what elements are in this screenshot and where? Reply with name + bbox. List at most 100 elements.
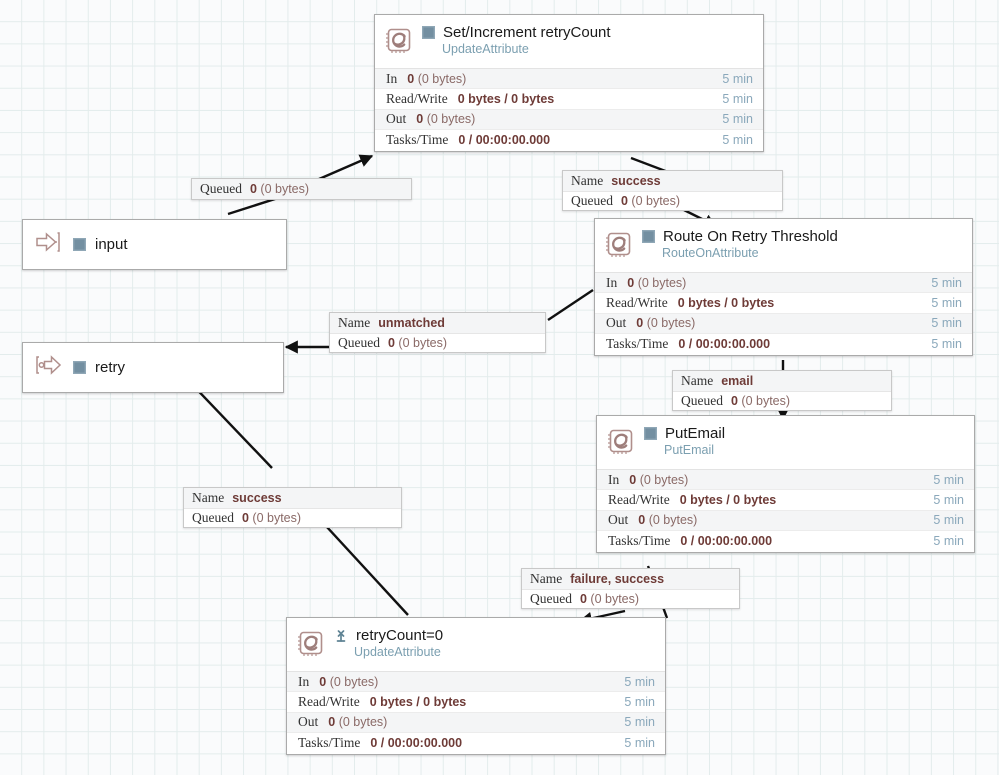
stat-time-in: 5 min [933, 472, 964, 487]
connection-queued-value: 0 (0 bytes) [620, 193, 681, 208]
edge-route-unmatched-to-retry[interactable] [284, 289, 594, 354]
stat-label-tasks-time: Tasks/Time [606, 336, 669, 352]
stat-label-in: In [608, 471, 620, 487]
processor-type: PutEmail [664, 443, 715, 457]
connection-queued-value: 0 (0 bytes) [579, 591, 640, 606]
processor-header: PutEmail PutEmail [597, 416, 974, 470]
input-port-input[interactable]: input [22, 219, 287, 270]
processor-stats: In 0 (0 bytes) 5 min Read/Write 0 bytes … [287, 672, 665, 754]
stat-value-read-write: 0 bytes / 0 bytes [457, 92, 555, 107]
connection-label-retrycount-success-to-retry[interactable]: Name success Queued 0 (0 bytes) [183, 487, 402, 528]
connection-name-label: Name [338, 314, 371, 330]
connection-name-row: Name failure, success [522, 569, 739, 589]
stat-time-read-write: 5 min [624, 695, 655, 710]
stat-label-tasks-time: Tasks/Time [608, 533, 671, 549]
stat-row: Read/Write 0 bytes / 0 bytes 5 min [287, 692, 665, 713]
stat-value-tasks-time: 0 / 00:00:00.000 [458, 133, 551, 148]
stat-value-tasks-time: 0 / 00:00:00.000 [370, 736, 463, 751]
stat-time-out: 5 min [931, 316, 962, 331]
stat-time-in: 5 min [624, 674, 655, 689]
processor-type: UpdateAttribute [354, 645, 441, 659]
connection-queued-row: Queued 0 (0 bytes) [522, 588, 739, 608]
connection-name-label: Name [681, 372, 714, 388]
stat-value-out: 0 (0 bytes) [638, 513, 698, 528]
connection-queued-value: 0 (0 bytes) [730, 393, 791, 408]
stat-value-out: 0 (0 bytes) [416, 112, 476, 127]
processor-chip-icon [606, 426, 636, 461]
connection-name-row: Name success [184, 488, 401, 508]
stat-value-read-write: 0 bytes / 0 bytes [679, 493, 777, 508]
processor-header: Route On Retry Threshold RouteOnAttribut… [595, 219, 972, 273]
processor-type: UpdateAttribute [442, 42, 529, 56]
processor-header: retryCount=0 UpdateAttribute [287, 618, 665, 672]
processor-chip-icon [604, 229, 634, 264]
stat-value-in: 0 (0 bytes) [319, 674, 379, 689]
processor-name: Set/Increment retryCount [443, 24, 611, 41]
processor-chip-icon [296, 628, 326, 663]
stat-label-read-write: Read/Write [386, 91, 448, 107]
output-port-retry[interactable]: retry [22, 342, 284, 393]
connection-queued-label: Queued [192, 509, 234, 525]
stat-time-tasks-time: 5 min [933, 534, 964, 549]
connection-name-row: Name email [673, 371, 891, 391]
connection-queued-row: Queued 0 (0 bytes) [673, 390, 891, 410]
connection-name-row: Name unmatched [330, 313, 545, 333]
connection-queued-label: Queued [338, 334, 380, 350]
connection-name-value: success [611, 173, 661, 188]
stat-row: In 0 (0 bytes) 5 min [595, 273, 972, 294]
connection-queued-row: Queued 0 (0 bytes) [192, 179, 411, 199]
processor-retrycount-zero[interactable]: retryCount=0 UpdateAttribute In 0 (0 byt… [286, 617, 666, 755]
stat-row: Read/Write 0 bytes / 0 bytes 5 min [595, 293, 972, 314]
processor-route-on-retry-threshold[interactable]: Route On Retry Threshold RouteOnAttribut… [594, 218, 973, 356]
connection-name-row: Name success [563, 171, 782, 191]
connection-name-label: Name [530, 570, 563, 586]
stat-label-out: Out [298, 714, 319, 730]
processor-stats: In 0 (0 bytes) 5 min Read/Write 0 bytes … [595, 273, 972, 355]
stat-value-tasks-time: 0 / 00:00:00.000 [680, 534, 773, 549]
connection-label-route-email-to-putemail[interactable]: Name email Queued 0 (0 bytes) [672, 370, 892, 411]
stat-time-out: 5 min [624, 715, 655, 730]
stop-square-icon [422, 26, 435, 39]
stat-value-in: 0 (0 bytes) [629, 472, 689, 487]
stat-label-read-write: Read/Write [608, 492, 670, 508]
connection-label-input-to-set-increment[interactable]: Queued 0 (0 bytes) [191, 178, 412, 200]
stat-label-in: In [386, 70, 398, 86]
stop-square-icon [644, 427, 657, 440]
connection-name-value: unmatched [378, 315, 445, 330]
stat-time-tasks-time: 5 min [624, 736, 655, 751]
connection-label-route-unmatched-to-retry[interactable]: Name unmatched Queued 0 (0 bytes) [329, 312, 546, 353]
processor-putemail[interactable]: PutEmail PutEmail In 0 (0 bytes) 5 min R… [596, 415, 975, 553]
connection-name-value: email [721, 373, 754, 388]
processor-set-increment-retrycount[interactable]: Set/Increment retryCount UpdateAttribute… [374, 14, 764, 152]
connection-name-value: success [232, 490, 282, 505]
stat-row: Out 0 (0 bytes) 5 min [375, 109, 763, 131]
processor-stats: In 0 (0 bytes) 5 min Read/Write 0 bytes … [597, 470, 974, 552]
stat-row: Read/Write 0 bytes / 0 bytes 5 min [597, 490, 974, 511]
processor-chip-icon [384, 25, 414, 60]
processor-name: retryCount=0 [356, 627, 444, 644]
stat-label-out: Out [386, 111, 407, 127]
stat-row: Tasks/Time 0 / 00:00:00.000 5 min [595, 334, 972, 355]
connection-queued-value: 0 (0 bytes) [241, 510, 302, 525]
stat-label-tasks-time: Tasks/Time [386, 132, 449, 148]
connection-label-set-increment-to-route[interactable]: Name success Queued 0 (0 bytes) [562, 170, 783, 211]
stat-time-out: 5 min [933, 513, 964, 528]
stat-label-read-write: Read/Write [298, 694, 360, 710]
stat-row: Tasks/Time 0 / 00:00:00.000 5 min [597, 531, 974, 552]
port-name: retry [95, 359, 125, 376]
connection-queued-value: 0 (0 bytes) [387, 335, 448, 350]
stat-row: Out 0 (0 bytes) 5 min [287, 712, 665, 734]
stat-row: Out 0 (0 bytes) 5 min [597, 510, 974, 532]
connection-label-putemail-to-retrycount[interactable]: Name failure, success Queued 0 (0 bytes) [521, 568, 740, 609]
stat-label-in: In [298, 673, 310, 689]
stat-value-out: 0 (0 bytes) [636, 316, 696, 331]
stop-square-icon [73, 361, 86, 374]
stat-row: In 0 (0 bytes) 5 min [375, 69, 763, 90]
connection-name-label: Name [192, 489, 225, 505]
stat-row: Tasks/Time 0 / 00:00:00.000 5 min [287, 733, 665, 754]
stat-label-out: Out [606, 315, 627, 331]
connection-name-value: failure, success [570, 571, 665, 586]
port-name: input [95, 236, 128, 253]
processor-name: PutEmail [665, 425, 726, 442]
